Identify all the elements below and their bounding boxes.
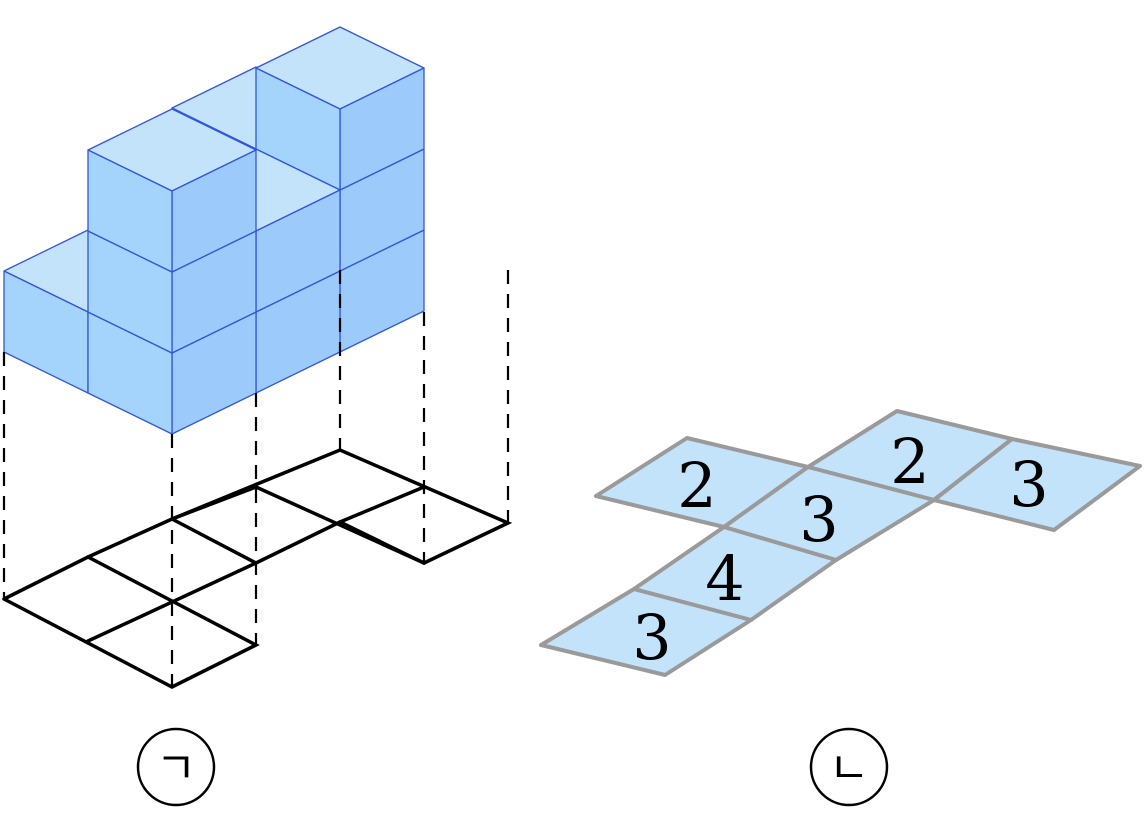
map-cell [539, 587, 753, 677]
map-number: 3 [632, 601, 671, 674]
map-number: 3 [799, 483, 838, 556]
label-left: ㄱ [136, 727, 216, 807]
projection-lines [2, 270, 510, 687]
map-number: 2 [677, 449, 716, 522]
floor-line [338, 485, 426, 524]
label-circle [809, 727, 889, 807]
map-cell [932, 437, 1142, 532]
floor-plan-grid [2, 448, 513, 689]
label-circle [136, 727, 216, 807]
cube-face [87, 149, 173, 273]
floor-line [170, 485, 258, 521]
label-text: ㄴ [829, 743, 869, 794]
floor-line [254, 485, 426, 565]
map-number: 3 [1009, 448, 1048, 521]
label-text: ㄱ [156, 743, 196, 794]
floor-outline [2, 555, 260, 689]
floor-line [86, 561, 258, 643]
map-number: 4 [705, 542, 744, 615]
cube-stack [3, 26, 425, 435]
top-view-map: 2 2 3 3 4 3 [539, 409, 1142, 677]
label-right: ㄴ [809, 727, 889, 807]
map-number: 2 [890, 425, 929, 498]
